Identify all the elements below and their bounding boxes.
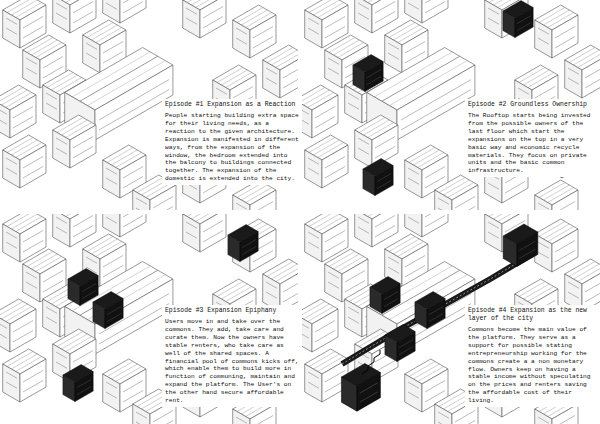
episode-text-box: Episode #2 Groundless OwnershipThe Rooft… bbox=[465, 99, 599, 177]
episode-heading: Episode #4 Expansion as the new layer of… bbox=[468, 307, 596, 323]
episode-text-box: Episode #4 Expansion as the new layer of… bbox=[465, 305, 599, 407]
episode-body: People starting building extra space for… bbox=[165, 112, 299, 183]
episode-body: Users move in and take over the commons.… bbox=[165, 318, 299, 405]
episode-text-box: Episode #3 Expansion EpiphanyUsers move … bbox=[162, 305, 302, 407]
episode-heading: Episode #3 Expansion Epiphany bbox=[165, 307, 299, 315]
episode-body: The Rooftop starts being invested from t… bbox=[468, 112, 596, 175]
episode-heading: Episode #1 Expansion as a Reaction bbox=[165, 101, 299, 109]
episode-body: Commons become the main value of the pla… bbox=[468, 326, 596, 405]
episode-text-box: Episode #1 Expansion as a ReactionPeople… bbox=[162, 99, 302, 185]
episode-heading: Episode #2 Groundless Ownership bbox=[468, 101, 596, 109]
